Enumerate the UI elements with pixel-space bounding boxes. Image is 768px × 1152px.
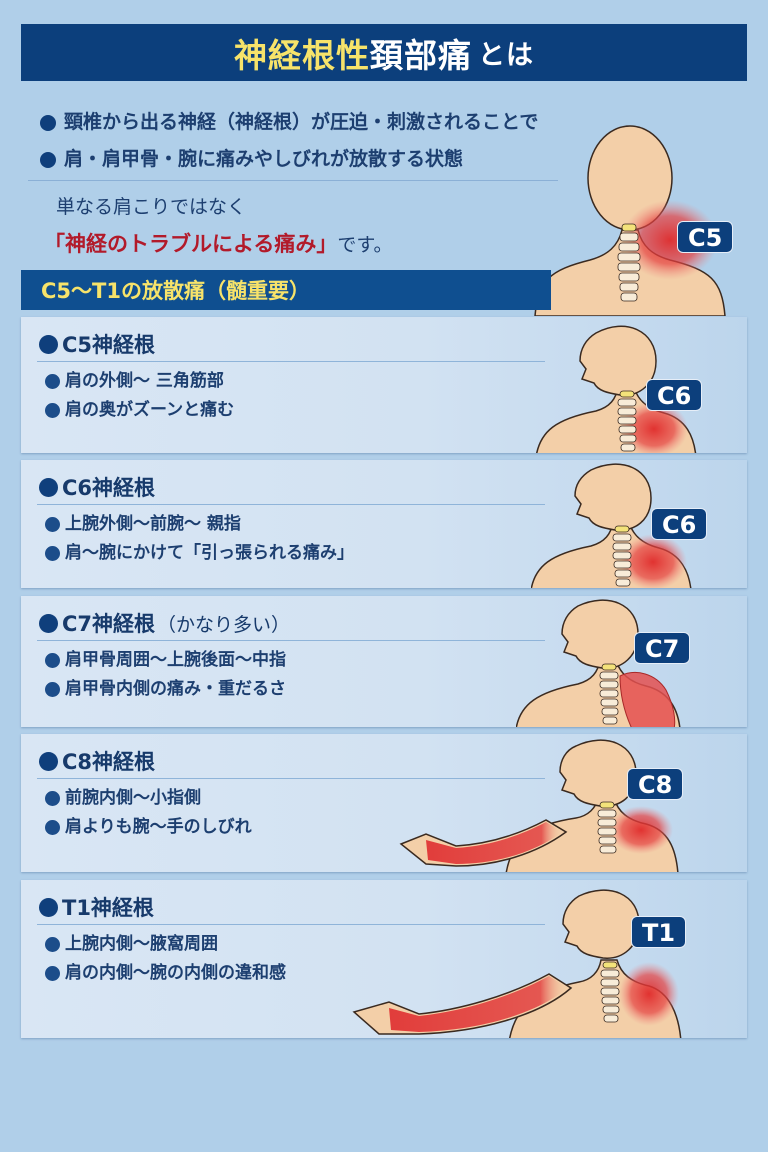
card-symptom-list: 肩甲骨周囲〜上腕後面〜中指 肩甲骨内側の痛み・重だるさ <box>45 646 286 704</box>
list-item: 肩甲骨周囲〜上腕後面〜中指 <box>45 646 286 675</box>
bullet-dot-icon <box>39 613 58 633</box>
divider <box>37 924 545 925</box>
section-header: C5〜T1の放散痛（髄重要） <box>21 270 551 310</box>
card-heading-note: （かなり多い） <box>157 613 291 636</box>
nerve-label-badge: C5 <box>677 221 734 253</box>
nerve-label-badge: C8 <box>627 768 684 800</box>
card-heading: T1神経根 <box>39 892 154 922</box>
divider <box>28 180 558 181</box>
list-item: 肩〜腕にかけて「引っ張られる痛み」 <box>45 539 354 568</box>
list-item: 上腕内側〜腋窩周囲 <box>45 930 286 959</box>
nerve-label-badge: C6 <box>651 508 708 540</box>
side-view-figure-illustration <box>536 325 697 453</box>
bullet-dot-icon <box>45 791 60 806</box>
arm-extended-figure-illustration <box>352 889 682 1038</box>
bullet-dot-icon <box>45 517 60 532</box>
side-view-figure-illustration <box>516 599 681 727</box>
card-symptom-list: 前腕内側〜小指側 肩よりも腕〜手のしびれ <box>45 784 252 842</box>
list-item: 上腕外側〜前腕〜 親指 <box>45 510 354 539</box>
emphasis-tail: です。 <box>337 234 393 256</box>
title-highlight: 神経根性 <box>234 35 370 75</box>
title-suffix: とは <box>478 40 534 71</box>
nerve-card-c6: C6神経根 上腕外側〜前腕〜 親指 肩〜腕にかけて「引っ張られる痛み」 C6 <box>21 460 747 588</box>
bullet-dot-icon <box>39 334 58 354</box>
card-symptom-list: 肩の外側〜 三角筋部 肩の奥がズーンと痛む <box>45 367 234 425</box>
intro-bullet: 肩・肩甲骨・腕に痛みやしびれが放散する状態 <box>40 141 538 178</box>
card-heading: C8神経根 <box>39 746 155 776</box>
card-symptom-list: 上腕内側〜腋窩周囲 肩の内側〜腕の内側の違和感 <box>45 930 286 988</box>
bullet-dot-icon <box>40 114 56 131</box>
bullet-dot-icon <box>40 151 56 168</box>
divider <box>37 361 545 362</box>
page-title: 神経根性 頚部痛 とは <box>21 24 747 81</box>
card-symptom-list: 上腕外側〜前腕〜 親指 肩〜腕にかけて「引っ張られる痛み」 <box>45 510 354 568</box>
nerve-card-t1: T1神経根 上腕内側〜腋窩周囲 肩の内側〜腕の内側の違和感 T1 <box>21 880 747 1038</box>
bullet-dot-icon <box>45 682 60 697</box>
divider <box>37 778 545 779</box>
divider <box>37 504 545 505</box>
bullet-dot-icon <box>45 374 60 389</box>
card-heading: C5神経根 <box>39 329 155 359</box>
list-item: 前腕内側〜小指側 <box>45 784 252 813</box>
intro-emphasis: 「神経のトラブルによる痛み」です。 <box>44 228 392 258</box>
side-view-figure-illustration <box>531 463 692 588</box>
title-main: 頚部痛 <box>370 35 472 75</box>
list-item: 肩の外側〜 三角筋部 <box>45 367 234 396</box>
nerve-label-badge: C6 <box>646 379 703 411</box>
bullet-dot-icon <box>39 897 58 917</box>
nerve-card-c5: C5神経根 肩の外側〜 三角筋部 肩の奥がズーンと痛む C6 <box>21 317 747 453</box>
bullet-dot-icon <box>45 820 60 835</box>
card-heading: C6神経根 <box>39 472 155 502</box>
bullet-dot-icon <box>39 477 58 497</box>
nerve-card-c8: C8神経根 前腕内側〜小指側 肩よりも腕〜手のしびれ C8 <box>21 734 747 872</box>
nerve-label-badge: T1 <box>631 916 687 948</box>
divider <box>37 640 545 641</box>
card-heading: C7神経根 （かなり多い） <box>39 608 290 638</box>
nerve-card-c7: C7神経根 （かなり多い） 肩甲骨周囲〜上腕後面〜中指 肩甲骨内側の痛み・重だる… <box>21 596 747 727</box>
bullet-dot-icon <box>45 966 60 981</box>
intro-subtext: 単なる肩こりではなく <box>56 196 247 218</box>
intro-bullets: 頸椎から出る神経（神経根）が圧迫・刺激されることで 肩・肩甲骨・腕に痛みやしびれ… <box>40 104 538 178</box>
list-item: 肩よりも腕〜手のしびれ <box>45 813 252 842</box>
back-view-figure-illustration <box>534 125 726 316</box>
list-item: 肩の内側〜腕の内側の違和感 <box>45 959 286 988</box>
bullet-dot-icon <box>39 751 58 771</box>
bullet-dot-icon <box>45 546 60 561</box>
bullet-dot-icon <box>45 653 60 668</box>
arm-extended-figure-illustration <box>399 739 679 872</box>
list-item: 肩甲骨内側の痛み・重だるさ <box>45 675 286 704</box>
bullet-dot-icon <box>45 937 60 952</box>
nerve-label-badge: C7 <box>634 632 691 664</box>
bullet-dot-icon <box>45 403 60 418</box>
intro-bullet: 頸椎から出る神経（神経根）が圧迫・刺激されることで <box>40 104 538 141</box>
emphasis-red-text: 「神経のトラブルによる痛み」 <box>44 232 338 256</box>
list-item: 肩の奥がズーンと痛む <box>45 396 234 425</box>
